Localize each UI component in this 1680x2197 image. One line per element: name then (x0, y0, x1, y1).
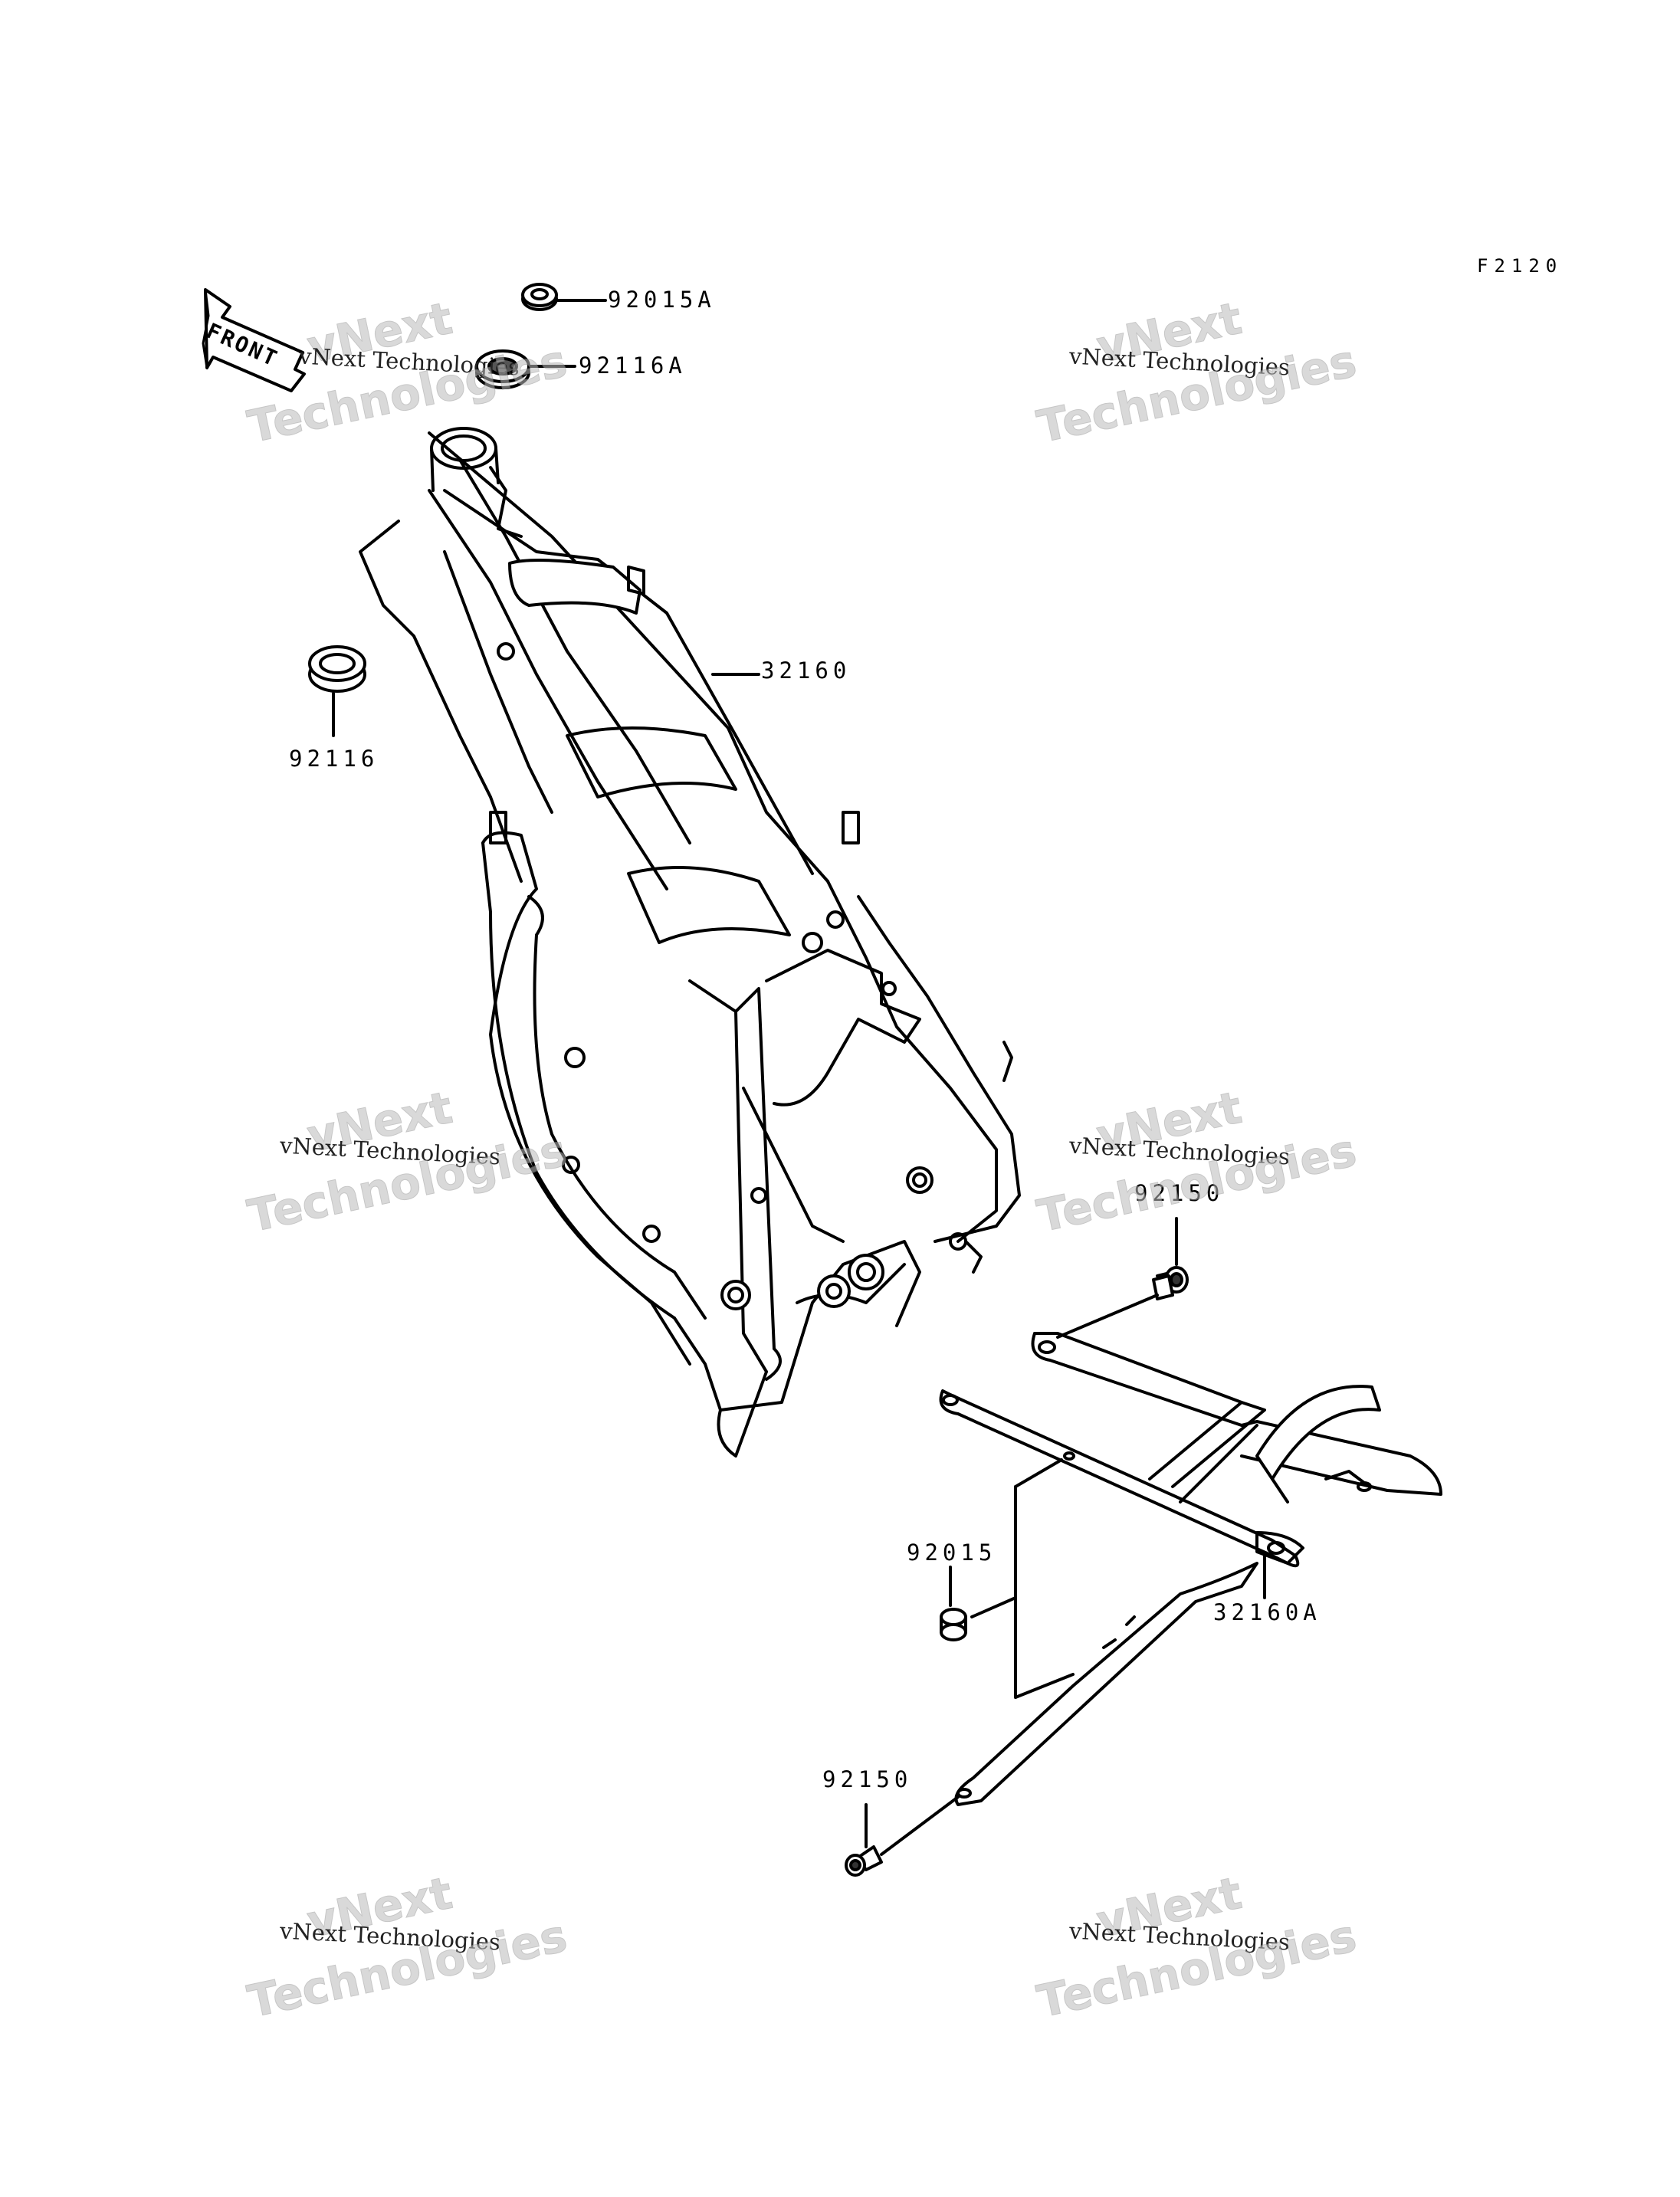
part-label-92150-bottom[interactable]: 92150 (822, 1766, 913, 1792)
collar-92015-icon (940, 1458, 1075, 1699)
part-label-92116[interactable]: 92116 (289, 746, 379, 772)
part-label-32160A[interactable]: 32160A (1213, 1599, 1321, 1625)
part-label-92150-top[interactable]: 92150 (1134, 1180, 1225, 1206)
diagram-code: F2120 (1477, 255, 1564, 277)
bolt-92150-top-icon (1056, 1217, 1189, 1339)
main-frame-32160 (359, 427, 1021, 1458)
bolt-92150-bottom-icon (845, 1795, 960, 1877)
bearing-92116A-icon (475, 349, 576, 389)
part-label-32160[interactable]: 32160 (761, 657, 851, 684)
part-label-92116A[interactable]: 92116A (579, 353, 687, 379)
front-arrow-icon (202, 288, 306, 392)
nut-92015A-icon (521, 283, 607, 311)
part-label-92015[interactable]: 92015 (907, 1540, 997, 1566)
bearing-92116-icon (308, 645, 366, 737)
rear-subframe-32160A (939, 1332, 1442, 1806)
part-label-92015A[interactable]: 92015A (608, 287, 716, 313)
